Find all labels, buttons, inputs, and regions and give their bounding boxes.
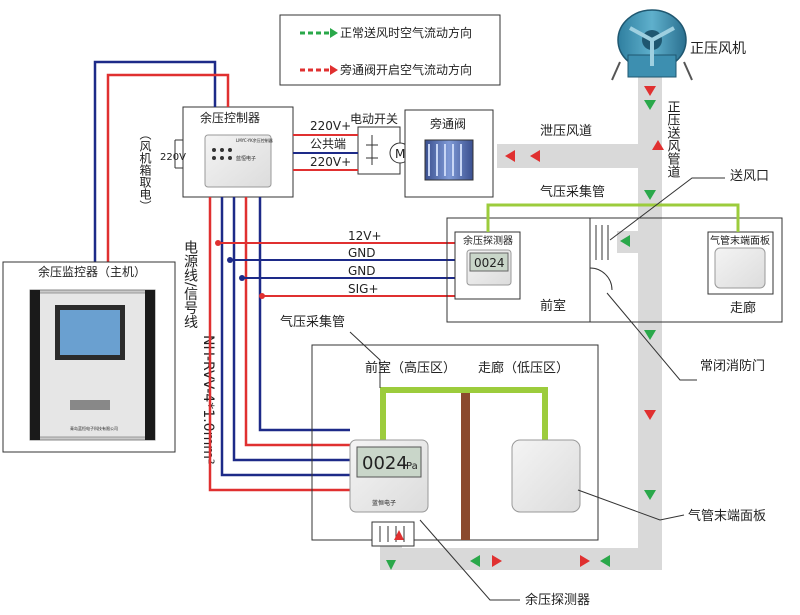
front-high-label: 前室（高压区） — [365, 360, 456, 376]
controller-box — [182, 106, 294, 198]
bottom-detector-label: 余压探测器 — [525, 592, 590, 608]
top-room — [446, 203, 783, 323]
top-corridor-label: 走廊 — [730, 300, 756, 316]
door-label: 常闭消防门 — [700, 358, 765, 374]
airflow-arrows — [386, 86, 664, 570]
monitor-box — [2, 261, 176, 453]
controller-model: LMYC-YK余压控制器 — [236, 137, 273, 143]
supply-duct-label: 正压送风管道 — [665, 100, 681, 178]
gas-pipe-mid-label: 气压采集管 — [280, 314, 345, 330]
controller-power-source: （风机箱取电） — [138, 128, 152, 212]
controller-title: 余压控制器 — [200, 110, 260, 125]
terminal-2: 公共端 — [310, 137, 346, 151]
red-arrow-icon — [330, 65, 338, 75]
bottom-unit: Pa — [406, 461, 418, 472]
valve-label: 旁通阀 — [430, 116, 466, 131]
controller-power: 220V — [160, 152, 186, 163]
valve-switch-label: 电动开关 — [350, 112, 398, 126]
outlet-label: 送风口 — [730, 169, 769, 184]
signal-wires — [208, 197, 455, 492]
wire-sig: SIG+ — [348, 282, 379, 296]
top-panel-label: 气管末端面板 — [710, 234, 770, 247]
relief-duct-label: 泄压风道 — [540, 124, 592, 139]
relief-duct — [497, 144, 662, 168]
top-detector-reading: 0024 — [474, 256, 505, 270]
terminal-3: 220V+ — [310, 155, 351, 169]
cable-title: 电源线/信号线 — [182, 240, 198, 329]
legend-normal: 正常送风时空气流动方向 — [340, 25, 472, 40]
top-front-label: 前室 — [540, 298, 566, 314]
fan-label: 正压风机 — [690, 41, 746, 57]
wire-gnd-2: GND — [348, 264, 376, 278]
monitor-title: 余压监控器（主机） — [38, 264, 146, 279]
motor-label: M — [395, 147, 405, 161]
controller-brand: 蓝恒电子 — [236, 155, 256, 162]
valve-group — [357, 109, 494, 198]
corridor-low-label: 走廊（低压区） — [478, 360, 569, 376]
cable-spec: NH-RVV-4*1.0mm² — [200, 335, 216, 464]
bottom-reading: 0024 — [362, 453, 408, 474]
bottom-room — [311, 344, 599, 547]
wire-gnd-1: GND — [348, 246, 376, 260]
monitor-company: 青岛蓝恒电子科技有限公司 — [70, 425, 118, 431]
green-arrow-icon — [330, 28, 338, 38]
gas-pipe-top-label: 气压采集管 — [540, 184, 605, 200]
pressure-fan — [611, 9, 693, 81]
bottom-brand: 蓝恒电子 — [372, 499, 396, 507]
terminal-1: 220V+ — [310, 119, 351, 133]
wire-12v: 12V+ — [348, 229, 382, 243]
legend-bypass: 旁通阀开启空气流动方向 — [340, 62, 472, 77]
top-detector-label: 余压探测器 — [463, 234, 513, 247]
bottom-panel-label: 气管末端面板 — [688, 508, 766, 524]
legend: 正常送风时空气流动方向 旁通阀开启空气流动方向 — [279, 14, 501, 86]
